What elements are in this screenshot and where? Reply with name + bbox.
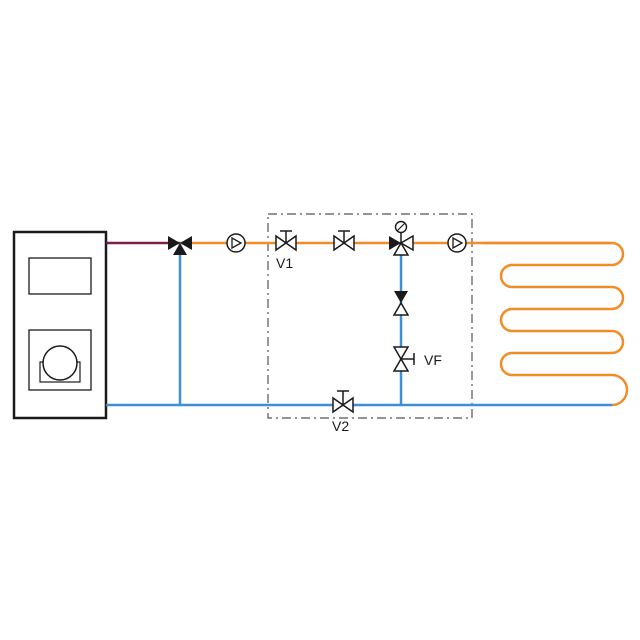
gate-valve-v1[interactable] bbox=[275, 230, 297, 252]
gate-valve-v2[interactable] bbox=[332, 390, 354, 414]
circulation-pump-secondary[interactable] bbox=[447, 233, 467, 253]
label-v2: V2 bbox=[332, 418, 349, 434]
three-way-mixing-valve-main[interactable] bbox=[168, 236, 192, 255]
label-v1: V1 bbox=[276, 255, 293, 271]
three-way-thermostatic-valve[interactable] bbox=[389, 220, 414, 256]
boiler-display-panel bbox=[28, 257, 92, 295]
gate-valve-vf[interactable] bbox=[392, 346, 415, 372]
check-valve[interactable] bbox=[392, 291, 410, 316]
circulation-pump-primary[interactable] bbox=[226, 233, 246, 253]
station-boundary bbox=[267, 213, 473, 419]
boiler-burner-panel bbox=[28, 329, 92, 391]
boiler-tank-icon bbox=[42, 345, 78, 381]
underfloor-heating-coil bbox=[482, 241, 629, 407]
gate-valve-middle[interactable] bbox=[333, 230, 355, 252]
label-vf: VF bbox=[424, 352, 442, 368]
boiler-unit bbox=[12, 230, 108, 420]
